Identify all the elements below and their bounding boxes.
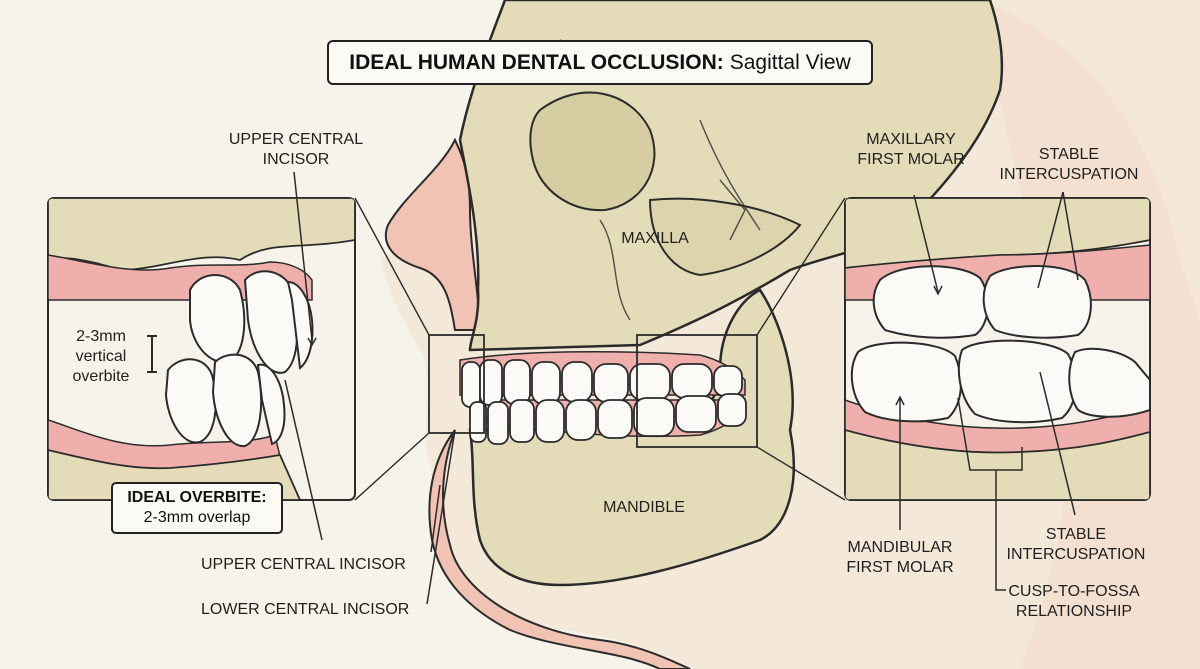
label-overbite-3: overbite	[73, 368, 130, 385]
mandible-bone	[468, 288, 795, 587]
label-stable-intercuspation-bottom-1: STABLE	[1046, 526, 1106, 543]
label-lower-central-incisor: LOWER CENTRAL INCISOR	[201, 601, 409, 618]
upper-teeth-row	[461, 359, 743, 408]
label-stable-intercuspation-bottom-2: INTERCUSPATION	[1007, 546, 1146, 563]
label-mandible: MANDIBLE	[603, 499, 685, 516]
label-mandibular-first-molar-2: FIRST MOLAR	[846, 559, 953, 576]
incisor-highlight-box	[428, 334, 485, 434]
ideal-overbite-detail: 2-3mm overlap	[143, 509, 251, 526]
title-bold: IDEAL HUMAN DENTAL OCCLUSION:	[349, 50, 724, 74]
molar-inset	[844, 197, 1151, 501]
leader-lines	[284, 171, 1079, 605]
molar-highlight-box	[636, 334, 758, 448]
label-stable-intercuspation-top-2: INTERCUSPATION	[1000, 166, 1139, 183]
label-overbite-1: 2-3mm	[76, 328, 126, 345]
nose-skin	[384, 137, 482, 331]
eye-socket	[529, 91, 656, 212]
label-overbite-2: vertical	[76, 348, 127, 365]
title-rest: Sagittal View	[729, 50, 851, 74]
label-upper-central-incisor-top-2: INCISOR	[263, 151, 330, 168]
ideal-overbite-heading: IDEAL OVERBITE:	[127, 489, 267, 506]
label-stable-intercuspation-top-1: STABLE	[1039, 146, 1099, 163]
label-maxilla: MAXILLA	[621, 230, 689, 247]
inset-connector-lines	[354, 197, 846, 501]
diagram-labels: UPPER CENTRAL INCISOR MAXILLARY FIRST MO…	[73, 131, 1146, 620]
label-upper-central-incisor-bottom: UPPER CENTRAL INCISOR	[201, 556, 406, 573]
cheekbone	[648, 197, 802, 277]
label-mandibular-first-molar-1: MANDIBULAR	[848, 539, 953, 556]
label-cusp-to-fossa-2: RELATIONSHIP	[1016, 603, 1132, 620]
label-maxillary-first-molar-2: FIRST MOLAR	[857, 151, 964, 168]
label-upper-central-incisor-top-1: UPPER CENTRAL	[229, 131, 363, 148]
lower-teeth-row	[469, 393, 747, 445]
label-maxillary-first-molar-1: MAXILLARY	[866, 131, 956, 148]
skull-cranium	[458, 0, 1004, 352]
ideal-overbite-note: IDEAL OVERBITE: 2-3mm overlap	[111, 482, 283, 534]
label-cusp-to-fossa-1: CUSP-TO-FOSSA	[1008, 583, 1140, 600]
page-title: IDEAL HUMAN DENTAL OCCLUSION: Sagittal V…	[327, 40, 873, 85]
